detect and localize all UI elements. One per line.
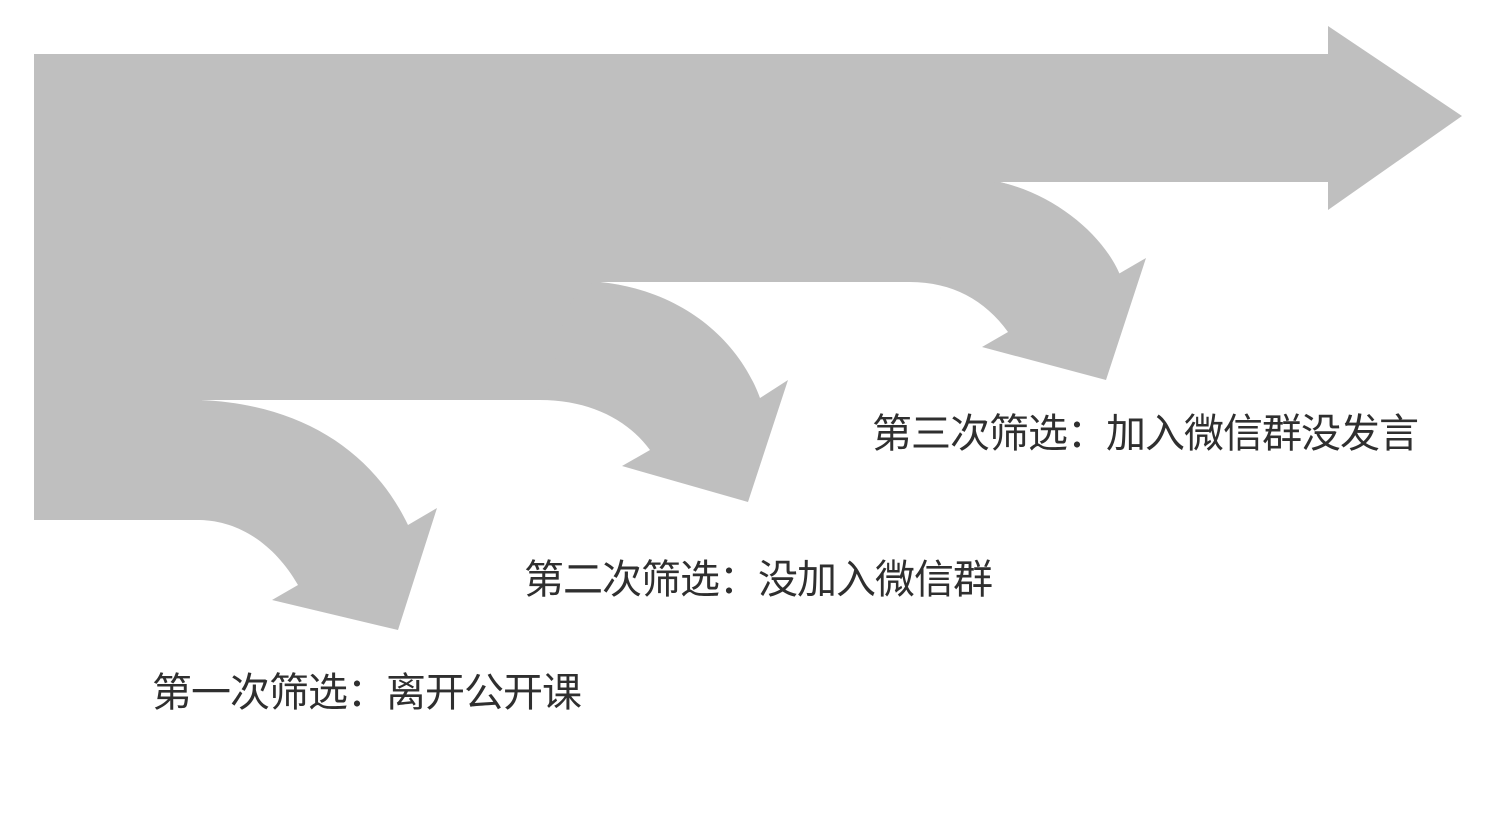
main-flow-arrow — [34, 26, 1462, 520]
stage-1-label: 第一次筛选：离开公开课 — [152, 670, 582, 716]
stage-2-label: 第二次筛选：没加入微信群 — [524, 557, 993, 603]
branch-arrow-2 — [540, 282, 788, 502]
branch-arrow-1 — [200, 400, 437, 630]
branch-arrow-3 — [910, 182, 1146, 380]
stage-3-label: 第三次筛选：加入微信群没发言 — [872, 411, 1419, 457]
